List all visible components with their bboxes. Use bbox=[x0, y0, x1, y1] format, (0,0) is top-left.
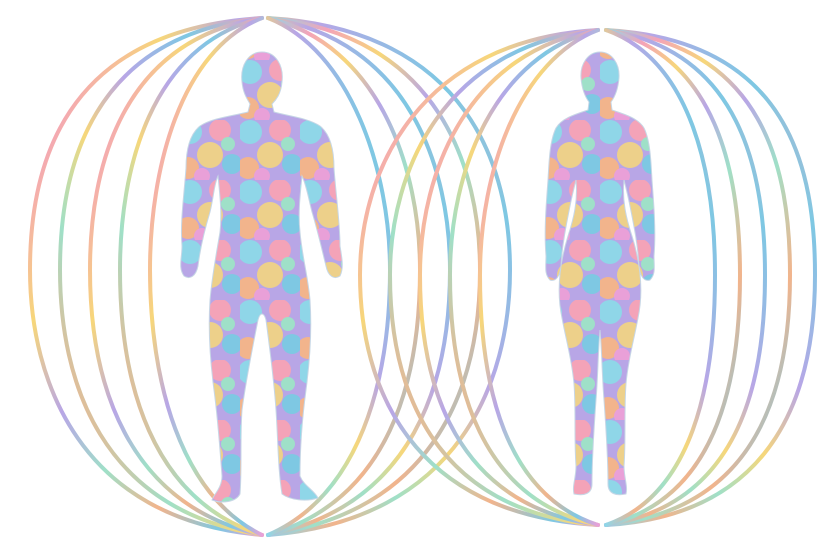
female-figure bbox=[545, 52, 655, 495]
male-figure bbox=[181, 52, 343, 502]
